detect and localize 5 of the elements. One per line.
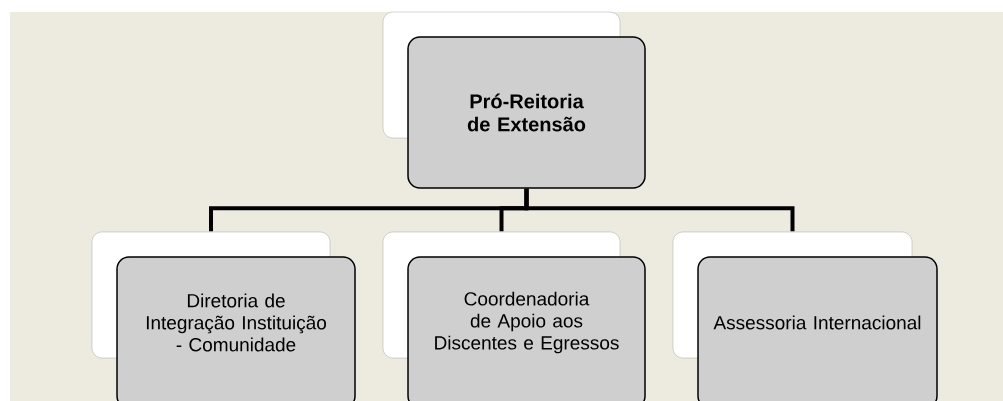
org-box: Assessoria Internacional (697, 256, 938, 401)
org-box: Diretoria de Integração Instituição - Comunidade (116, 256, 356, 401)
connector (524, 188, 795, 232)
org-box: Pró-Reitoria de Extensão (407, 36, 646, 189)
org-box: Coordenadoria de Apoio aos Discentes e Egressos (407, 256, 646, 401)
